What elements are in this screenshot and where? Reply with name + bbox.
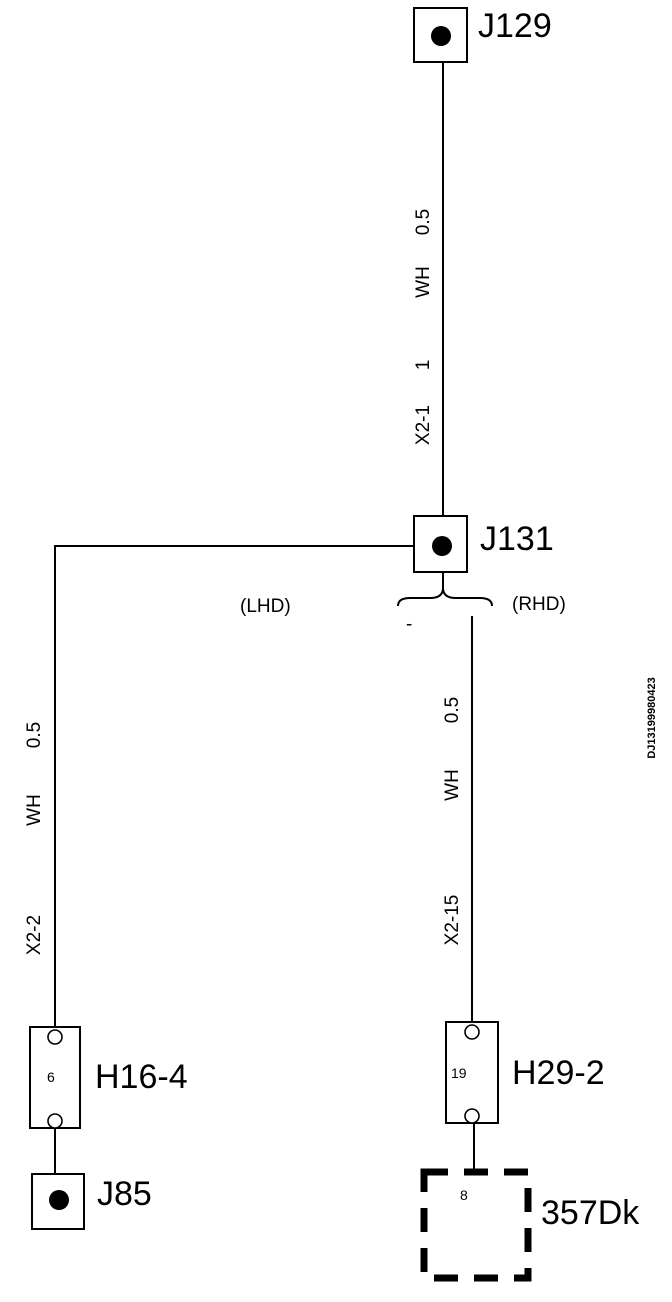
connector-h29-pin-top bbox=[464, 1024, 480, 1040]
right-wire-connector: X2-15 bbox=[442, 895, 463, 946]
top-wire-color: WH bbox=[413, 266, 434, 298]
component-357dk-pin-number: 8 bbox=[460, 1187, 468, 1203]
left-wire-color: WH bbox=[24, 794, 45, 826]
option-brace bbox=[397, 587, 493, 607]
rhd-label: (RHD) bbox=[512, 594, 566, 615]
lhd-label: (LHD) bbox=[240, 596, 291, 617]
h16-label: H16-4 bbox=[95, 1058, 188, 1096]
connector-h29-pin-number: 19 bbox=[451, 1065, 467, 1081]
component-357dk-box bbox=[420, 1168, 532, 1282]
dk357-label: 357Dk bbox=[541, 1194, 640, 1232]
j131-label: J131 bbox=[480, 520, 554, 558]
top-wire-connector: X2-1 bbox=[413, 405, 434, 445]
j129-label: J129 bbox=[478, 7, 552, 45]
lhd-branch-dash: - bbox=[406, 614, 412, 635]
right-wire-color: WH bbox=[442, 769, 463, 801]
left-wire-connector: X2-2 bbox=[24, 915, 45, 955]
connector-h16-pin-top bbox=[47, 1029, 63, 1045]
h29-label: H29-2 bbox=[512, 1054, 605, 1092]
drawing-code: DJ13199980423 bbox=[646, 677, 658, 758]
splice-j85-dot bbox=[49, 1190, 69, 1210]
right-wire-size: 0.5 bbox=[442, 697, 463, 723]
wire-j131-h16 bbox=[54, 545, 426, 1030]
top-wire-size: 0.5 bbox=[413, 209, 434, 235]
left-wire-size: 0.5 bbox=[24, 722, 45, 748]
connector-h29-pin-bottom bbox=[464, 1108, 480, 1124]
splice-j131-box bbox=[413, 515, 468, 573]
top-wire-pin: 1 bbox=[413, 360, 434, 371]
splice-j129-dot bbox=[431, 26, 451, 46]
connector-h16-pin-bottom bbox=[47, 1113, 63, 1129]
connector-h16-pin-number: 6 bbox=[47, 1069, 55, 1085]
splice-j131-dot bbox=[432, 536, 452, 556]
j85-label: J85 bbox=[97, 1175, 152, 1213]
connector-h29-box bbox=[445, 1021, 499, 1124]
